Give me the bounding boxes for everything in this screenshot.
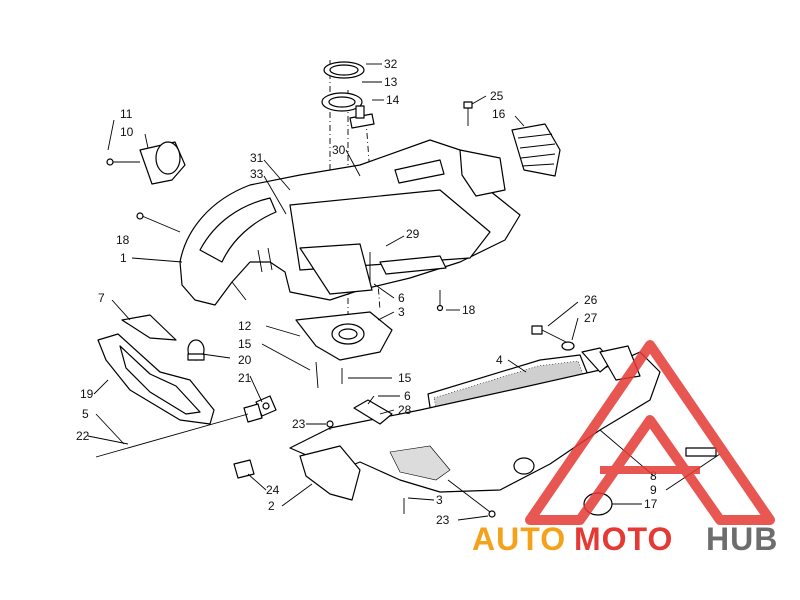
callout-labels: 32 13 14 25 16 11 10 31 33 30 29 18 1 6 … <box>76 57 658 527</box>
callout-11: 11 <box>120 107 133 121</box>
callout-23-lower: 23 <box>436 513 450 527</box>
callout-25: 25 <box>490 89 504 103</box>
callout-22: 22 <box>76 429 90 443</box>
clamp-20 <box>187 339 205 361</box>
watermark-logo <box>525 340 775 525</box>
callout-5: 5 <box>82 407 89 421</box>
callout-17: 17 <box>644 497 658 511</box>
bolt-26-27 <box>531 325 575 351</box>
callout-2: 2 <box>268 499 275 513</box>
callout-23-upper: 23 <box>292 417 306 431</box>
callout-6-lower: 6 <box>404 389 411 403</box>
retaining-ring <box>321 92 363 112</box>
callout-15-left: 15 <box>238 337 252 351</box>
callout-20: 20 <box>238 353 252 367</box>
callout-29: 29 <box>406 227 420 241</box>
watermark-triangle-icon <box>525 340 775 525</box>
callout-19: 19 <box>80 387 94 401</box>
fasteners <box>136 212 496 518</box>
callout-7: 7 <box>98 291 105 305</box>
lower-side-panel <box>289 345 717 516</box>
gauge-housing <box>106 141 186 185</box>
callout-30: 30 <box>332 143 346 157</box>
callout-3-upper: 3 <box>398 305 405 319</box>
callout-8: 8 <box>650 469 657 483</box>
leader-lines <box>87 63 721 521</box>
seal-ring <box>323 61 365 79</box>
belly-pan <box>179 139 521 306</box>
callout-14: 14 <box>386 93 400 107</box>
callout-33: 33 <box>250 167 264 181</box>
callout-1: 1 <box>120 251 127 265</box>
watermark-hub: HUB <box>706 521 778 557</box>
callout-24: 24 <box>266 483 280 497</box>
callout-15-right: 15 <box>398 371 412 385</box>
callout-28: 28 <box>398 403 412 417</box>
watermark-auto: AUTO <box>472 521 566 557</box>
bracket-clip <box>349 105 375 129</box>
callout-16: 16 <box>492 107 506 121</box>
rail-28 <box>353 399 393 425</box>
callout-18-upper: 18 <box>116 233 130 247</box>
callout-4: 4 <box>496 353 503 367</box>
center-plate <box>295 311 393 361</box>
callout-27: 27 <box>584 311 598 325</box>
callout-26: 26 <box>584 293 598 307</box>
clip-24 <box>233 459 255 479</box>
callout-9: 9 <box>650 483 657 497</box>
screw-25 <box>463 101 473 126</box>
pad-7 <box>121 314 177 341</box>
callout-10: 10 <box>120 125 134 139</box>
callout-31: 31 <box>250 151 264 165</box>
watermark-moto: MOTO <box>574 521 673 557</box>
callout-6-upper: 6 <box>398 291 405 305</box>
bumper-19 <box>95 333 263 458</box>
callout-13: 13 <box>384 75 398 89</box>
callout-18-lower: 18 <box>462 303 476 317</box>
side-vent <box>511 123 561 177</box>
callout-12: 12 <box>238 319 252 333</box>
callout-3-lower: 3 <box>436 493 443 507</box>
callout-32: 32 <box>384 57 398 71</box>
callout-21: 21 <box>238 371 252 385</box>
